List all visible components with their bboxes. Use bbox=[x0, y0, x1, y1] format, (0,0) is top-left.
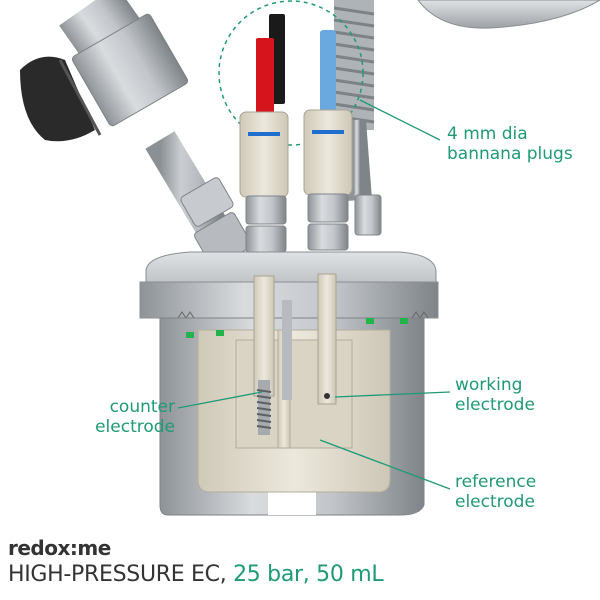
brand-logo: redox:me bbox=[8, 536, 111, 560]
pressure-gauge bbox=[417, 0, 600, 29]
gas-valve bbox=[20, 0, 189, 142]
caption-main: HIGH-PRESSURE EC, bbox=[8, 562, 234, 587]
electrodes bbox=[253, 273, 337, 435]
leader-lines bbox=[177, 99, 451, 490]
banana-plugs bbox=[256, 14, 336, 120]
plugs-callout-circle bbox=[218, 0, 364, 146]
plug-holders bbox=[239, 109, 353, 198]
inlet-tube bbox=[145, 131, 252, 268]
product-caption: HIGH-PRESSURE EC, 25 bar, 50 mL bbox=[8, 562, 384, 587]
caption-specs: 25 bar, 50 mL bbox=[233, 562, 384, 587]
